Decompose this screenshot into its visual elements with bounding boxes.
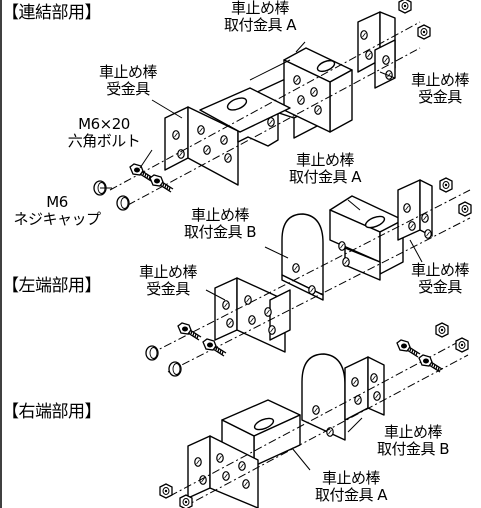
label-line: M6×20 — [78, 115, 130, 133]
mid-leaders — [205, 199, 423, 301]
bot-leaders — [291, 417, 363, 471]
label-bot-bracket-b: 車止め棒 取付金具 B — [358, 424, 468, 458]
label-line: ネジキャップ — [13, 210, 101, 228]
mid-bolt-2 — [202, 338, 227, 357]
bot-nut-4 — [179, 494, 193, 508]
label-top-receiver-left: 車止め棒 受金具 — [90, 64, 166, 98]
label-mid-receiver-right: 車止め棒 受金具 — [400, 262, 480, 296]
label-line: 車止め棒 — [190, 206, 250, 224]
label-line: 車止め棒 — [98, 63, 158, 81]
label-line: 車止め棒 — [383, 423, 443, 441]
bot-bolt-1 — [396, 339, 421, 358]
mid-nut-2 — [458, 201, 472, 217]
label-line: 受金具 — [418, 88, 462, 106]
bot-nut-1 — [435, 322, 449, 338]
top-cap-2 — [116, 195, 130, 211]
label-line: 取付金具 A — [223, 16, 297, 34]
label-line: M6 — [46, 193, 68, 211]
section-connected: 【連結部用】 — [2, 3, 102, 23]
mid-center-lines — [149, 189, 471, 373]
label-line: 取付金具 B — [183, 223, 257, 241]
label-line: 受金具 — [418, 278, 462, 296]
top-nut-1 — [398, 0, 412, 14]
bracket-b — [281, 213, 324, 296]
label-top-receiver-right: 車止め棒 受金具 — [400, 72, 480, 106]
top-nut-2 — [417, 24, 431, 40]
label-cap: M6 ネジキャップ — [4, 194, 110, 228]
section-left-end: 【左端部用】 — [2, 276, 102, 296]
top-bolt-2 — [149, 174, 174, 193]
label-line: 取付金具 B — [376, 440, 450, 458]
bot-nut-2 — [455, 337, 469, 353]
label-line: 取付金具 A — [288, 168, 362, 186]
label-line: 受金具 — [106, 80, 150, 98]
label-mid-bracket-a: 車止め棒 取付金具 A — [270, 152, 380, 186]
bot-nut-3 — [159, 483, 173, 499]
label-line: 六角ボルト — [67, 132, 141, 150]
label-mid-receiver-left: 車止め棒 受金具 — [128, 264, 208, 298]
label-line: 車止め棒 — [295, 151, 355, 169]
label-bot-bracket-a: 車止め棒 取付金具 A — [296, 470, 406, 504]
bot-bolt-2 — [418, 354, 443, 373]
label-line: 車止め棒 — [410, 261, 470, 279]
mid-nut-1 — [439, 177, 453, 193]
mid-cap-1 — [145, 345, 159, 361]
mid-cap-2 — [168, 361, 182, 377]
top-center-lines — [109, 21, 421, 206]
label-line: 取付金具 A — [314, 486, 388, 504]
label-bolt: M6×20 六角ボルト — [54, 116, 154, 150]
label-mid-bracket-b: 車止め棒 取付金具 B — [165, 207, 275, 241]
right-end-assembly — [187, 353, 385, 508]
top-leaders — [100, 41, 396, 189]
section-right-end: 【右端部用】 — [2, 402, 102, 422]
label-line: 車止め棒 — [410, 71, 470, 89]
label-line: 車止め棒 — [230, 0, 290, 17]
label-line: 受金具 — [146, 280, 190, 298]
label-top-bracket-a: 車止め棒 取付金具 A — [205, 0, 315, 34]
label-line: 車止め棒 — [138, 263, 198, 281]
label-line: 車止め棒 — [321, 469, 381, 487]
bot-center-lines — [169, 339, 469, 508]
bracket-b-bottom — [301, 353, 346, 441]
